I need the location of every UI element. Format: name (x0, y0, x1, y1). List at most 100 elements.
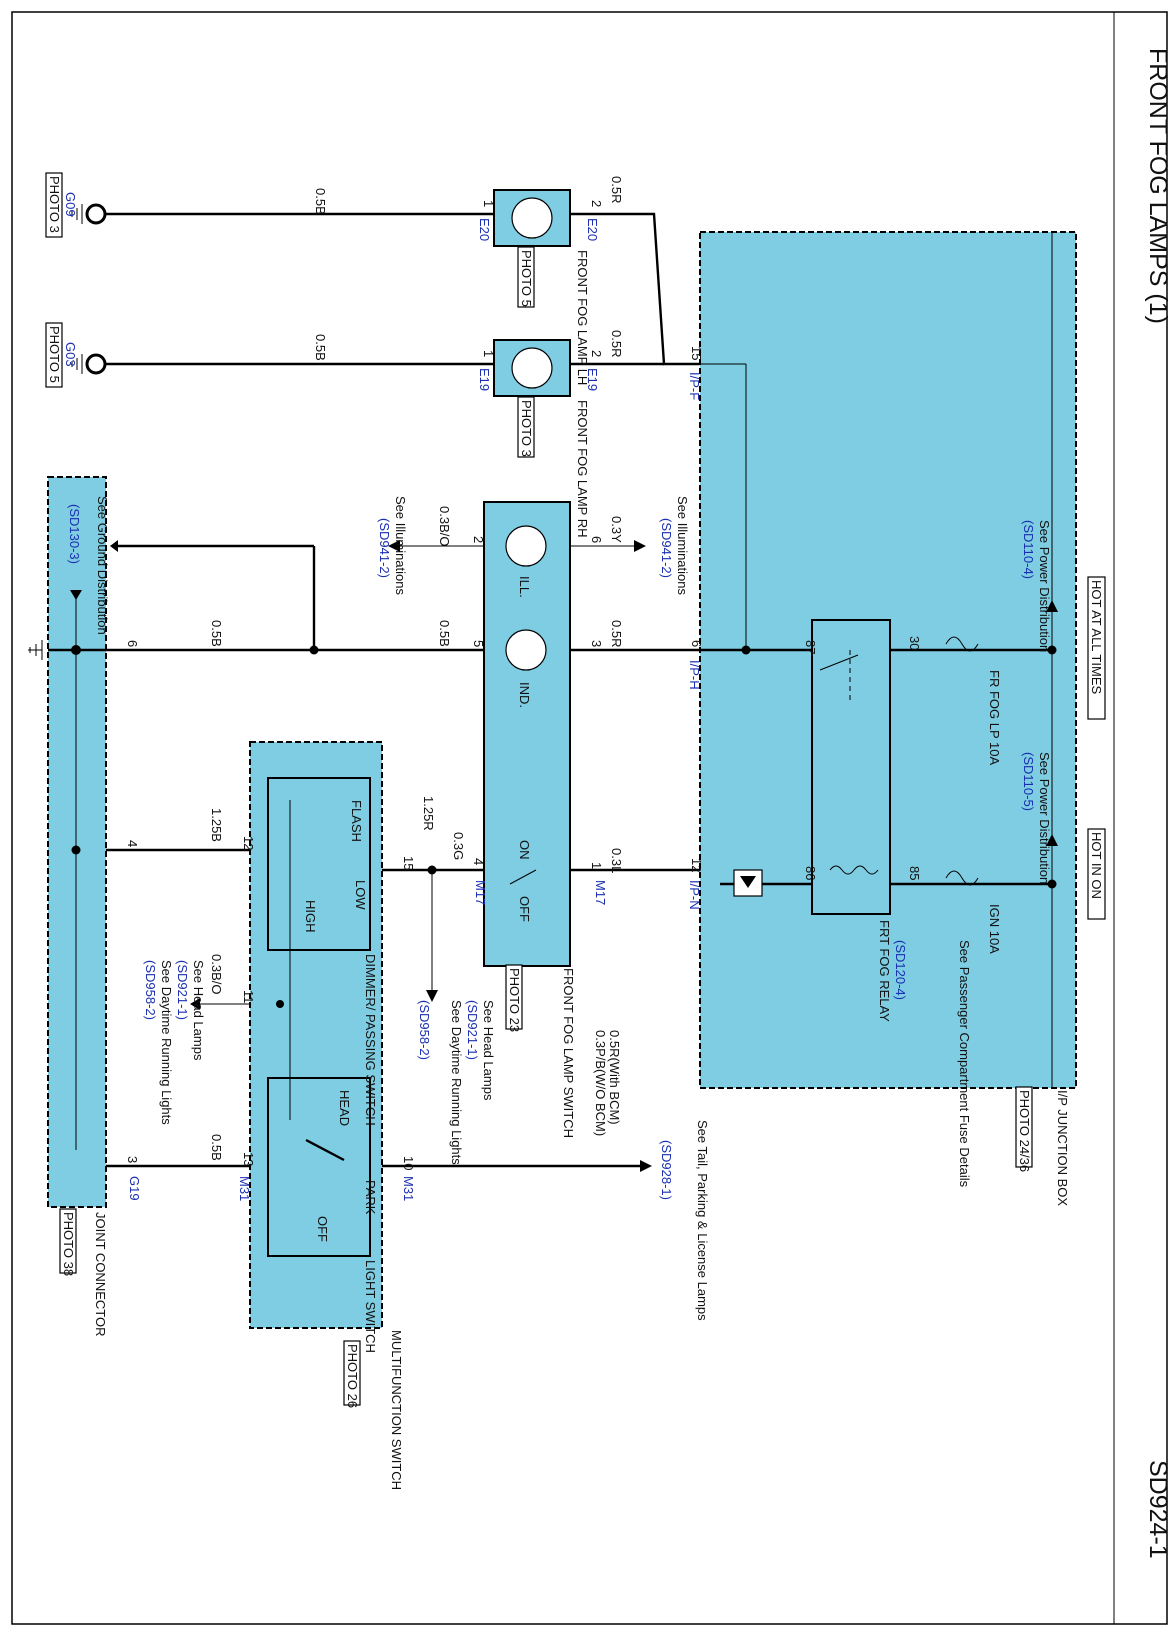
fog-switch-arm (509, 869, 537, 885)
pin: 2 (589, 200, 604, 207)
light-head: HEAD (337, 1090, 352, 1126)
fuse-fr-fog: FR FOG LP 10A (987, 670, 1002, 765)
wire-label: 0.5R(With BCM) (607, 1030, 622, 1125)
hot-in-on: HOT IN ON (1089, 832, 1104, 899)
conn-e20-left: E20 (477, 218, 492, 241)
arrow-icon (640, 1160, 652, 1172)
see-power-2: See Power Distribution (1037, 752, 1052, 884)
lamp-rh-name: FRONT FOG LAMP RH (575, 400, 590, 537)
ref-note: See Ground Distribution (95, 496, 110, 635)
conn-e19-left: E19 (477, 368, 492, 391)
page-code: SD924-1 (1144, 1460, 1172, 1559)
wire-label: 1.25B (209, 808, 224, 842)
dimmer-name: DIMMER/ PASSING SWITCH (363, 954, 378, 1126)
on-label: ON (517, 840, 532, 860)
arrow-icon (190, 998, 200, 1010)
arrow-icon (110, 540, 118, 552)
wire-label: 0.5B (437, 620, 452, 647)
conn-ipf: I/P-F (687, 372, 702, 400)
fog-relay (811, 619, 891, 915)
mf-photo: PHOTO 26 (345, 1344, 360, 1408)
ind-label: IND. (517, 682, 532, 708)
light-switch-name: LIGHT SWITCH (363, 1260, 378, 1353)
ground-g09-label: G09 (63, 192, 78, 217)
ground-g03-label: G03 (63, 342, 78, 367)
ref-sd110-5: (SD110-5) (1021, 752, 1036, 811)
splice-dot (276, 1000, 284, 1008)
wire-label: 0.5B (209, 1134, 224, 1161)
joint-connector (47, 476, 107, 1208)
lamp-lh-photo: PHOTO 5 (519, 250, 534, 307)
light-park: PARK (363, 1180, 378, 1215)
wire-label: 0.3G (451, 832, 466, 860)
dimmer-passing-switch (267, 777, 371, 951)
splice-dot (741, 645, 751, 655)
ref-note: See Head Lamps (191, 960, 206, 1061)
ref-note: See Head Lamps (481, 1000, 496, 1101)
pin: 15 (401, 856, 416, 870)
pin: 1 (481, 350, 496, 357)
arrow-icon (426, 990, 438, 1002)
ref-code: (SD921-1) (465, 1000, 480, 1060)
bulb-lh-icon (511, 197, 553, 239)
ground-g03-photo: PHOTO 5 (47, 326, 62, 383)
arrow-icon (634, 540, 646, 552)
ind-bulb-icon (505, 629, 547, 671)
fuse-ign: IGN 10A (987, 904, 1002, 954)
conn-iph: I/P-H (687, 660, 702, 690)
splice-dot (309, 645, 319, 655)
ref-code: (SD958-2) (143, 960, 158, 1020)
bulb-rh-icon (511, 347, 553, 389)
conn-m31-right: M31 (401, 1176, 416, 1201)
splice-dot (71, 845, 81, 855)
lamp-rh-photo: PHOTO 3 (519, 400, 534, 457)
ground-g09-icon (85, 203, 107, 225)
fuse-ign-icon (945, 870, 979, 886)
fog-switch-name: FRONT FOG LAMP SWITCH (561, 968, 576, 1138)
pin: 6 (689, 640, 704, 647)
wire-label: 0.5R (609, 620, 624, 647)
pin: 4 (125, 840, 140, 847)
ground-g09-photo: PHOTO 3 (47, 176, 62, 233)
relay-switch-arm (819, 654, 859, 671)
light-off: OFF (315, 1216, 330, 1242)
conn-m17-right: M17 (593, 880, 608, 905)
dimmer-low: LOW (353, 880, 368, 910)
ref-note: See Illuminations (393, 496, 408, 595)
wire-label: 0.3L (609, 848, 624, 873)
conn-g19: G19 (127, 1176, 142, 1201)
labels: I/P JUNCTION BOX PHOTO 24/36 FRT FOG REL… (45, 172, 1106, 1490)
ill-bulb-icon (505, 525, 547, 567)
ill-label: ILL. (517, 576, 532, 598)
wire-label: 0.5B (313, 188, 328, 215)
passenger-note: See Passenger Compartment Fuse Details (957, 940, 972, 1188)
wire-label: 0.5B (313, 334, 328, 361)
conn-e20-right: E20 (585, 218, 600, 241)
pin: 3 (589, 640, 604, 647)
off-label: OFF (517, 896, 532, 922)
ref-code: (SD958-2) (417, 1000, 432, 1060)
pin: 1 (589, 862, 604, 869)
lamp-lh-name: FRONT FOG LAMP LH (575, 250, 590, 385)
wire-lamp-lh-feed (570, 212, 700, 366)
relay-name: FRT FOG RELAY (877, 920, 892, 1022)
wire-label: 0.3B/O (437, 506, 452, 546)
joint-name: JOINT CONNECTOR (93, 1212, 108, 1336)
ref-note: See Tail, Parking & License Lamps (695, 1120, 710, 1321)
pin: 12 (241, 836, 256, 850)
arrow-icon (388, 540, 400, 552)
hot-at-all-times: HOT AT ALL TIMES (1089, 580, 1104, 694)
pin: 10 (401, 1156, 416, 1170)
wire-label: 0.5R (609, 176, 624, 203)
pin: 6 (125, 640, 140, 647)
pin: 87 (803, 640, 818, 654)
conn-ipn: I/P-N (687, 880, 702, 910)
pin: 1 (481, 200, 496, 207)
pin: 5 (471, 640, 486, 647)
arrow-icon (1046, 600, 1058, 612)
pin: 15 (689, 346, 704, 360)
ref-sd110-4: (SD110-4) (1021, 520, 1036, 579)
dimmer-flash: FLASH (349, 800, 364, 842)
page-title: FRONT FOG LAMPS (1) (1144, 48, 1172, 324)
